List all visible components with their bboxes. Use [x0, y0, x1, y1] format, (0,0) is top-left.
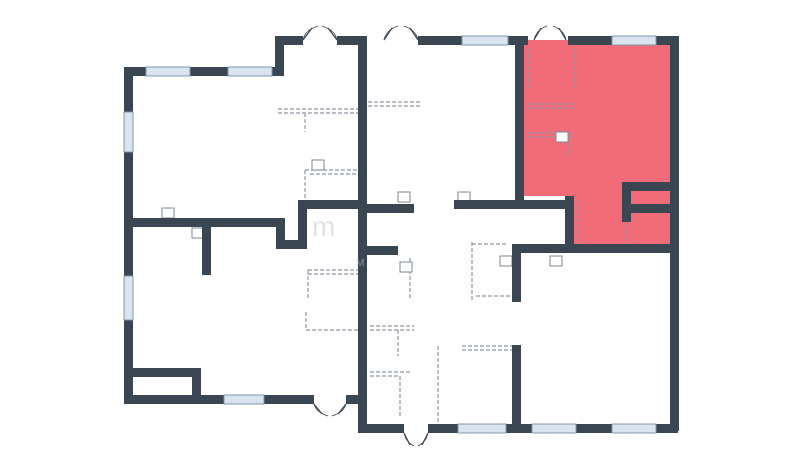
window [223, 394, 265, 405]
highlighted-room[interactable] [522, 40, 670, 246]
window [611, 35, 657, 46]
window [531, 423, 577, 434]
watermark-subtext: M [356, 258, 364, 269]
watermark-text: m [312, 211, 335, 242]
window [227, 66, 273, 77]
window [461, 35, 509, 46]
window [123, 275, 134, 321]
watermark: m M [312, 211, 364, 269]
window [457, 423, 507, 434]
fixture-squares [161, 131, 569, 273]
window [123, 111, 134, 153]
windows [123, 35, 657, 434]
window [611, 423, 657, 434]
doors [302, 25, 567, 447]
window [145, 66, 191, 77]
